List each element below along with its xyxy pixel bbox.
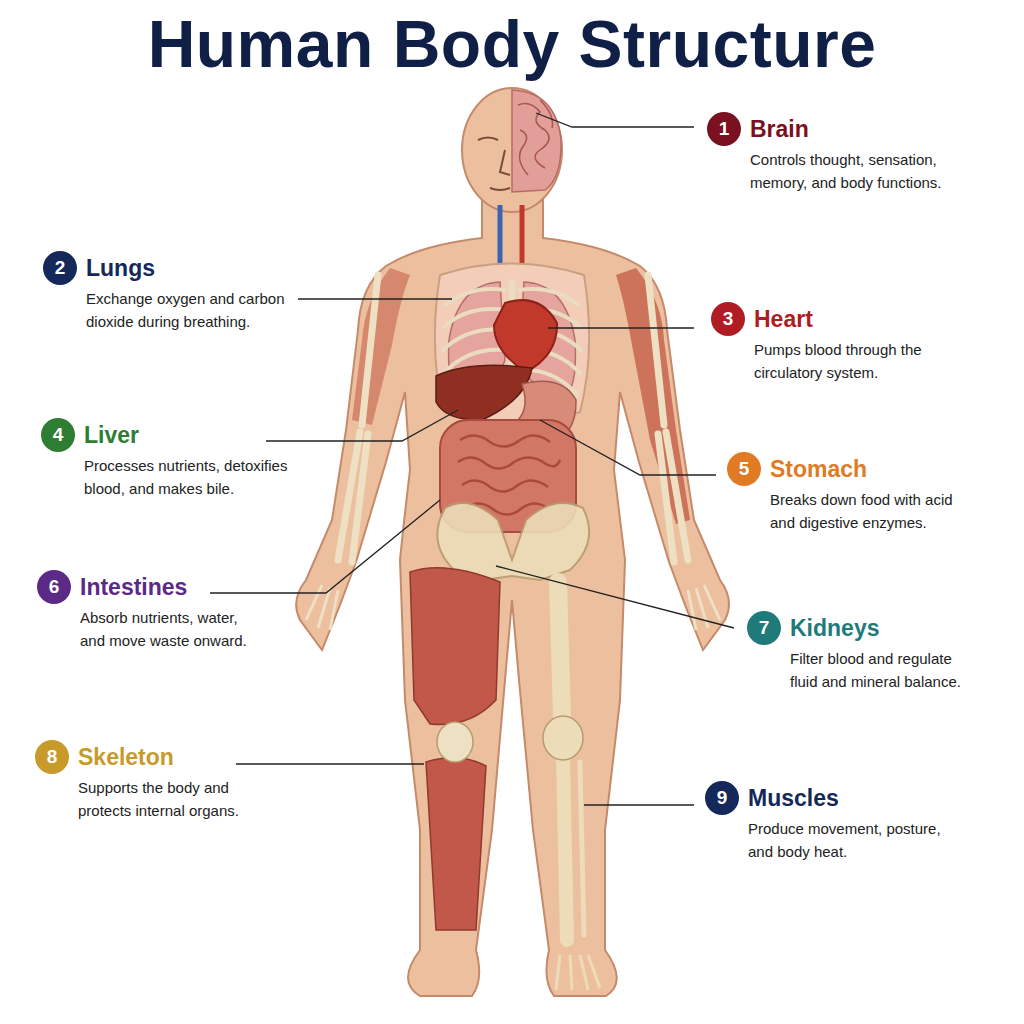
organ-description: Absorb nutrients, water, and move waste … xyxy=(80,606,262,652)
organ-name: Muscles xyxy=(748,785,839,812)
organ-name: Kidneys xyxy=(790,615,879,642)
callout-row: 4 Liver xyxy=(41,418,302,452)
pelvis xyxy=(437,503,589,580)
callout-number: 8 xyxy=(35,740,69,774)
intestine-coils xyxy=(458,435,560,514)
hand-bones xyxy=(306,585,720,630)
organ-name: Brain xyxy=(750,116,809,143)
illustration-part xyxy=(458,457,560,468)
organ-callout: 8 SkeletonSupports the body and protects … xyxy=(35,740,278,822)
arm-muscle xyxy=(616,268,690,524)
illustration-part xyxy=(540,420,716,475)
callout-row: 2 Lungs xyxy=(43,251,298,285)
callout-number: 3 xyxy=(711,302,745,336)
illustration-part xyxy=(490,188,510,190)
illustration-part xyxy=(306,585,338,630)
organ-description: Breaks down food with acid and digestive… xyxy=(770,488,972,534)
illustration-part xyxy=(548,327,694,328)
callout-row: 1 Brain xyxy=(707,112,962,146)
illustration-part xyxy=(462,480,548,491)
illustration-part xyxy=(266,410,458,441)
callout-number: 2 xyxy=(43,251,77,285)
organ-description: Controls thought, sensation, memory, and… xyxy=(750,148,962,194)
brain-half xyxy=(512,90,561,192)
organ-name: Lungs xyxy=(86,255,155,282)
illustration-part xyxy=(556,955,600,990)
illustration-part xyxy=(236,763,424,764)
foot-bones xyxy=(556,955,600,990)
callout-number: 4 xyxy=(41,418,75,452)
organ-description: Pumps blood through the circulatory syst… xyxy=(754,338,966,384)
face xyxy=(478,138,510,191)
illustration-part xyxy=(648,275,664,425)
organ-callout: 2 LungsExchange oxygen and carbon dioxide… xyxy=(43,251,298,333)
organ-description: Produce movement, posture, and body heat… xyxy=(748,817,954,863)
organ-name: Intestines xyxy=(80,574,187,601)
illustration-part xyxy=(580,762,584,935)
organ-description: Exchange oxygen and carbon dioxide durin… xyxy=(86,287,298,333)
illustration-part xyxy=(352,434,368,562)
heart xyxy=(494,300,557,372)
brain-folds xyxy=(518,100,553,175)
illustration-part xyxy=(446,289,505,305)
callout-number: 6 xyxy=(37,570,71,604)
illustration-part xyxy=(536,113,694,127)
illustration-part xyxy=(298,298,452,299)
leg-muscle xyxy=(410,568,500,725)
callout-row: 5 Stomach xyxy=(727,452,972,486)
callout-row: 8 Skeleton xyxy=(35,740,278,774)
arm-muscle xyxy=(352,268,410,425)
organ-description: Processes nutrients, detoxifies blood, a… xyxy=(84,454,302,500)
knee-bone xyxy=(437,722,473,762)
illustration-part xyxy=(558,582,562,718)
leader-lines xyxy=(210,113,734,805)
organ-description: Supports the body and protects internal … xyxy=(78,776,278,822)
leg-muscle xyxy=(426,758,486,930)
organ-callout: 9 MusclesProduce movement, posture, and b… xyxy=(705,781,954,863)
organ-callout: 6 IntestinesAbsorb nutrients, water, and … xyxy=(37,570,262,652)
illustration-part xyxy=(210,500,440,593)
callout-row: 9 Muscles xyxy=(705,781,954,815)
callout-row: 3 Heart xyxy=(711,302,966,336)
knee-bone xyxy=(543,716,583,760)
organ-description: Filter blood and regulate fluid and mine… xyxy=(790,647,982,693)
organ-name: Liver xyxy=(84,422,139,449)
illustration-part xyxy=(460,435,550,446)
callout-row: 7 Kidneys xyxy=(747,611,982,645)
illustration-part xyxy=(496,566,734,628)
diagram-title: Human Body Structure xyxy=(0,6,1024,82)
callout-number: 9 xyxy=(705,781,739,815)
organ-name: Heart xyxy=(754,306,813,333)
body-silhouette xyxy=(296,200,729,996)
organ-name: Stomach xyxy=(770,456,867,483)
illustration-part xyxy=(658,434,674,562)
organ-callout: 1 BrainControls thought, sensation, memor… xyxy=(707,112,962,194)
illustration-part xyxy=(478,138,498,141)
leg-bones xyxy=(558,582,584,940)
organ-callout: 3 HeartPumps blood through the circulator… xyxy=(711,302,966,384)
callout-row: 6 Intestines xyxy=(37,570,262,604)
head xyxy=(462,88,562,212)
callout-number: 5 xyxy=(727,452,761,486)
organ-callout: 7 KidneysFilter blood and regulate fluid … xyxy=(747,611,982,693)
illustration-part xyxy=(563,758,567,940)
liver xyxy=(436,365,532,420)
illustration-part xyxy=(362,275,378,425)
organ-callout: 5 StomachBreaks down food with acid and d… xyxy=(727,452,972,534)
organ-callout: 4 LiverProcesses nutrients, detoxifies bl… xyxy=(41,418,302,500)
callout-number: 7 xyxy=(747,611,781,645)
organ-name: Skeleton xyxy=(78,744,174,771)
illustration-part xyxy=(584,804,694,805)
callout-number: 1 xyxy=(707,112,741,146)
illustration-part xyxy=(500,150,510,175)
